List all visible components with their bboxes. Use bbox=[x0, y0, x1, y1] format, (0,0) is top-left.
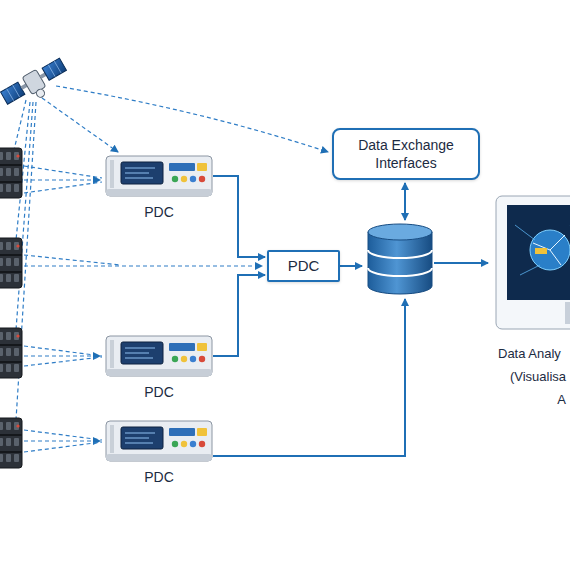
analytics-monitor: Data Analy(VisualisaA bbox=[495, 195, 570, 330]
box-text: Data Exchange Interfaces bbox=[342, 136, 470, 172]
monitor-screen bbox=[495, 195, 570, 330]
database-cylinder bbox=[368, 224, 432, 294]
pmu-devices bbox=[0, 148, 22, 468]
pdc-device-drawing bbox=[105, 420, 213, 462]
pdc-device: PDC bbox=[105, 155, 213, 197]
data-flow-lines bbox=[213, 183, 488, 456]
pdc-device-drawing bbox=[105, 335, 213, 377]
pdc-device-drawing bbox=[105, 155, 213, 197]
connector-arrow bbox=[213, 176, 265, 257]
pmu-device bbox=[0, 148, 22, 198]
device-label: PDC bbox=[144, 204, 174, 220]
monitor-label: Data Analy bbox=[498, 346, 561, 361]
connector-arrow bbox=[213, 275, 265, 356]
pmu-device bbox=[0, 238, 22, 288]
process-box: PDC bbox=[267, 250, 340, 282]
pmu-device bbox=[0, 328, 22, 378]
pmu-links bbox=[24, 166, 262, 452]
monitor-label: (Visualisa bbox=[510, 369, 566, 384]
device-label: PDC bbox=[144, 469, 174, 485]
pdc-device: PDC bbox=[105, 420, 213, 462]
monitor-label: A bbox=[557, 392, 566, 407]
pmu-device bbox=[0, 418, 22, 468]
interface-box: Data Exchange Interfaces bbox=[332, 128, 480, 180]
box-text: PDC bbox=[288, 256, 320, 276]
device-label: PDC bbox=[144, 384, 174, 400]
pdc-device: PDC bbox=[105, 335, 213, 377]
